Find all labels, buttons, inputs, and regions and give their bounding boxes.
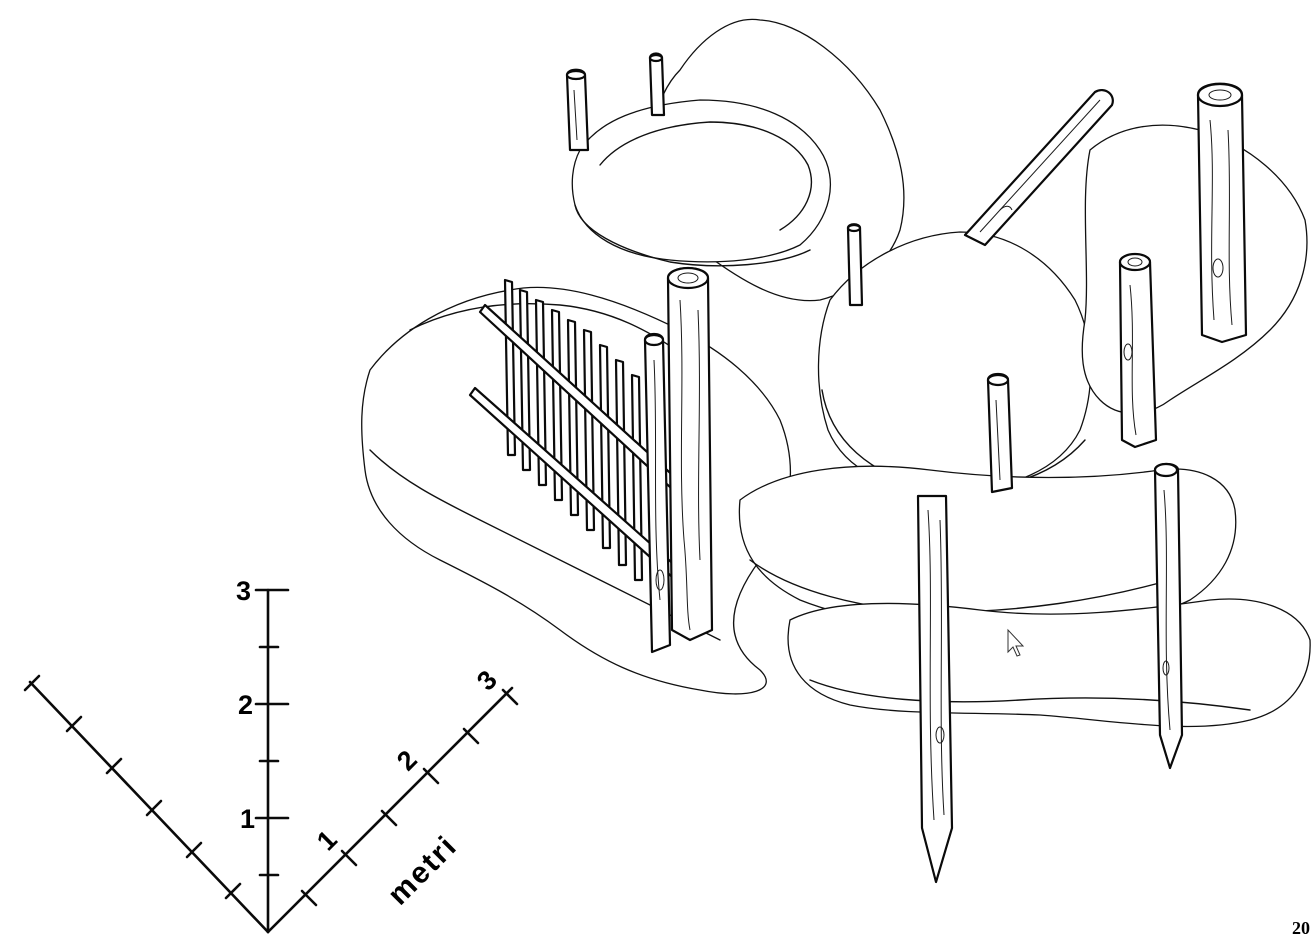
right-axis (266, 686, 514, 934)
right-tick-label-1: 1 (311, 825, 343, 857)
fence-staves (503, 278, 644, 582)
stake-right-long (1153, 462, 1184, 770)
post-center-top (846, 223, 864, 307)
rock-slab-right-back (1081, 124, 1308, 414)
rock-slab-center-round (817, 231, 1092, 493)
page-number: 20 (1292, 918, 1310, 938)
right-axis-ticks (300, 688, 519, 907)
mouse-cursor-icon (1007, 628, 1025, 657)
post-fence-thin (643, 332, 672, 654)
plateau-contour (599, 121, 813, 231)
left-axis (28, 680, 270, 934)
left-axis-ticks (23, 674, 242, 900)
post-fence-thick (666, 266, 714, 642)
post-center-front (986, 372, 1014, 494)
post-back-left-1 (565, 68, 590, 152)
rock-slab-upper-plateau (571, 99, 832, 263)
right-tick-label-3: 3 (471, 665, 503, 697)
vertical-tick-label-3: 3 (236, 576, 251, 606)
stake-center-long (916, 494, 954, 884)
post-right-medium (1118, 252, 1158, 449)
post-right-thick (1196, 82, 1248, 344)
plateau-edge (574, 204, 811, 267)
scale-axes: 3 2 1 1 2 3 metri (23, 576, 519, 934)
wooden-fence-panel (468, 278, 707, 604)
bottom-slab-edge (809, 679, 1251, 711)
vertical-tick-label-1: 1 (240, 804, 255, 834)
vertical-tick-label-2: 2 (238, 690, 253, 720)
right-tick-label-2: 2 (391, 745, 423, 777)
diagonal-log (963, 88, 1114, 247)
wooden-posts (565, 52, 1248, 884)
scale-unit-label: metri (382, 829, 464, 911)
vertical-axis-ticks (254, 588, 290, 877)
post-back-left-2 (648, 52, 666, 117)
